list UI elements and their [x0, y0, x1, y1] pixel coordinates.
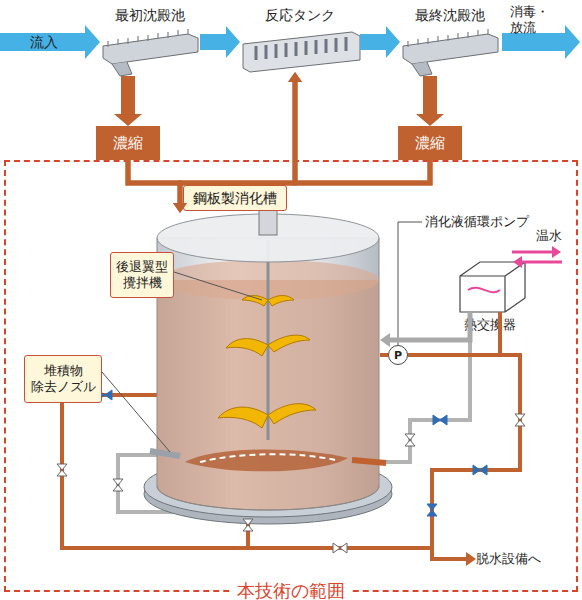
box-label: 濃縮: [113, 134, 143, 153]
valve-symbol: [243, 519, 253, 531]
callout-label: 鋼板製消化槽: [183, 185, 287, 211]
stirrer-blade: [226, 339, 268, 356]
hot-water-arrow: [512, 251, 552, 254]
settling-tank-shape: [403, 34, 498, 64]
pipe-connector: [128, 82, 295, 183]
settling-tank-shape: [103, 34, 198, 64]
valve-symbol: [433, 415, 447, 425]
sludge-hopper: [112, 62, 132, 76]
heat-exchanger-cube: [460, 262, 525, 312]
reaction-tank: 反応タンク: [240, 30, 360, 72]
flow-marks: [200, 454, 335, 462]
tank-name: 最初沈殿池: [115, 6, 185, 24]
leader-line: [174, 272, 262, 300]
stirrer-blade: [218, 407, 268, 428]
diffuser-marks: [256, 37, 346, 60]
flow-arrow: [360, 34, 386, 50]
hot-water-coil: [468, 288, 500, 293]
valve-symbol: [333, 543, 347, 553]
stirrer-blade: [242, 296, 268, 307]
inflow-arrow: [0, 25, 100, 59]
part-name: 熱交換器: [464, 316, 516, 334]
flow-label: 脱水設備へ: [476, 551, 541, 567]
dewatering-arrow: [432, 548, 466, 559]
thickener-box: 濃縮: [398, 126, 462, 160]
stirrer-blade: [268, 296, 294, 307]
valve-symbol: [405, 434, 415, 446]
removal-nozzle: [352, 460, 386, 463]
stirrer-blade: [268, 335, 310, 352]
stirrer-blade: [268, 404, 316, 424]
valve-symbol: [515, 414, 525, 426]
leader-line: [398, 222, 422, 345]
settling-tank: 最初沈殿池: [100, 30, 200, 76]
scraper-marks: [408, 29, 488, 47]
pipe-connector: [380, 353, 388, 357]
box-label: 濃縮: [415, 134, 445, 153]
scope-label: 本技術の範囲: [231, 580, 351, 600]
part-name: 消化液循環ポンプ: [425, 214, 529, 230]
stirrer-shaft: [267, 240, 270, 440]
pipe-connector: [128, 160, 180, 203]
pipe-connector: [408, 312, 500, 355]
flow-label: 流入: [30, 34, 58, 52]
callout-label: 後退翼型 攪拌機: [113, 259, 171, 292]
digester-tank: 鋼板製消化槽: [158, 213, 380, 495]
removal-nozzle: [150, 451, 180, 456]
callout-label: 堆積物 除去ノズル: [27, 363, 99, 396]
reaction-tank-shape: [243, 32, 360, 72]
flow-arrow: [121, 76, 135, 114]
valve-symbol: [473, 465, 487, 475]
pump-symbol: P: [388, 345, 408, 365]
thickener-box: 濃縮: [96, 126, 160, 160]
valve-symbol: [57, 464, 67, 476]
flow-label: 消毒・放流: [510, 4, 556, 37]
part-name: 温水: [536, 228, 562, 244]
valve-symbol: [427, 504, 437, 516]
leader-line: [102, 372, 170, 452]
sludge-hopper: [412, 62, 432, 76]
tank-bottom-edge: [157, 486, 379, 510]
deposit-swirl: [185, 449, 348, 471]
tank-body: [157, 238, 379, 510]
pump-letter: P: [394, 350, 402, 361]
heat-exchanger: 熱交換器: [455, 262, 525, 312]
flow-arrow: [423, 76, 437, 114]
callout-box: 後退翼型 攪拌機: [110, 252, 174, 298]
brown-pipe: [432, 355, 520, 548]
pipe-connector: [180, 160, 430, 203]
settling-tank: 最終沈殿池: [400, 30, 500, 76]
pipe-connector: [295, 82, 430, 183]
scraper-marks: [108, 29, 188, 47]
callout-box: 堆積物 除去ノズル: [24, 355, 102, 403]
hot-water-arrow: [522, 261, 562, 264]
valve-symbol: [113, 479, 123, 491]
pipe-connector: [390, 312, 470, 340]
tank-name: 反応タンク: [265, 6, 335, 24]
flow-arrow: [200, 34, 226, 50]
tank-name: 最終沈殿池: [415, 6, 485, 24]
